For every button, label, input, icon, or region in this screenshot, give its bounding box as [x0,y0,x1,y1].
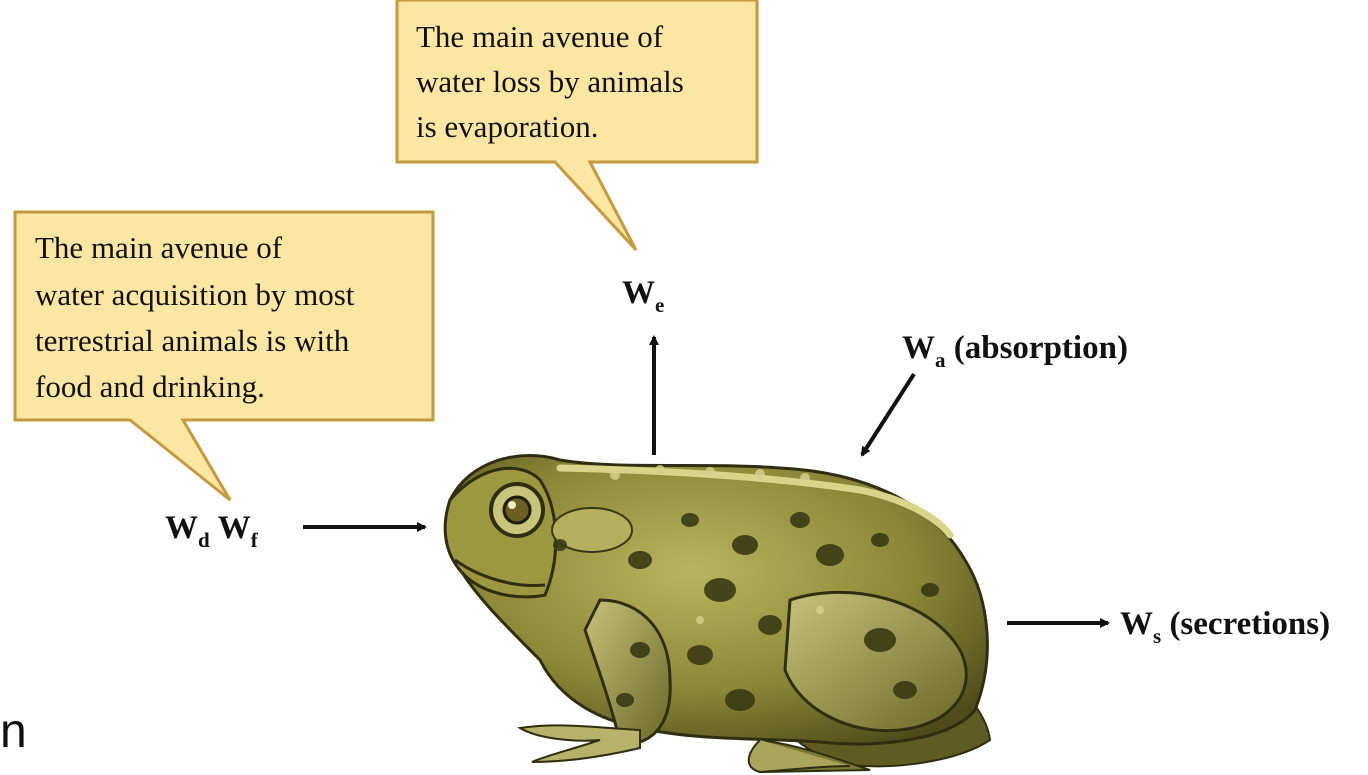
absorption-label: Wa (absorption) [902,330,1128,372]
absorption-arrow [862,374,914,455]
acquisition-callout: The main avenue of water acquisition by … [15,212,433,500]
toad-illustration [445,456,990,772]
evaporation-callout: The main avenue of water loss by animals… [397,0,757,250]
evaporation-label: We [622,275,664,317]
cropped-text-fragment: n [0,708,27,756]
secretions-label: Ws (secretions) [1120,606,1330,648]
